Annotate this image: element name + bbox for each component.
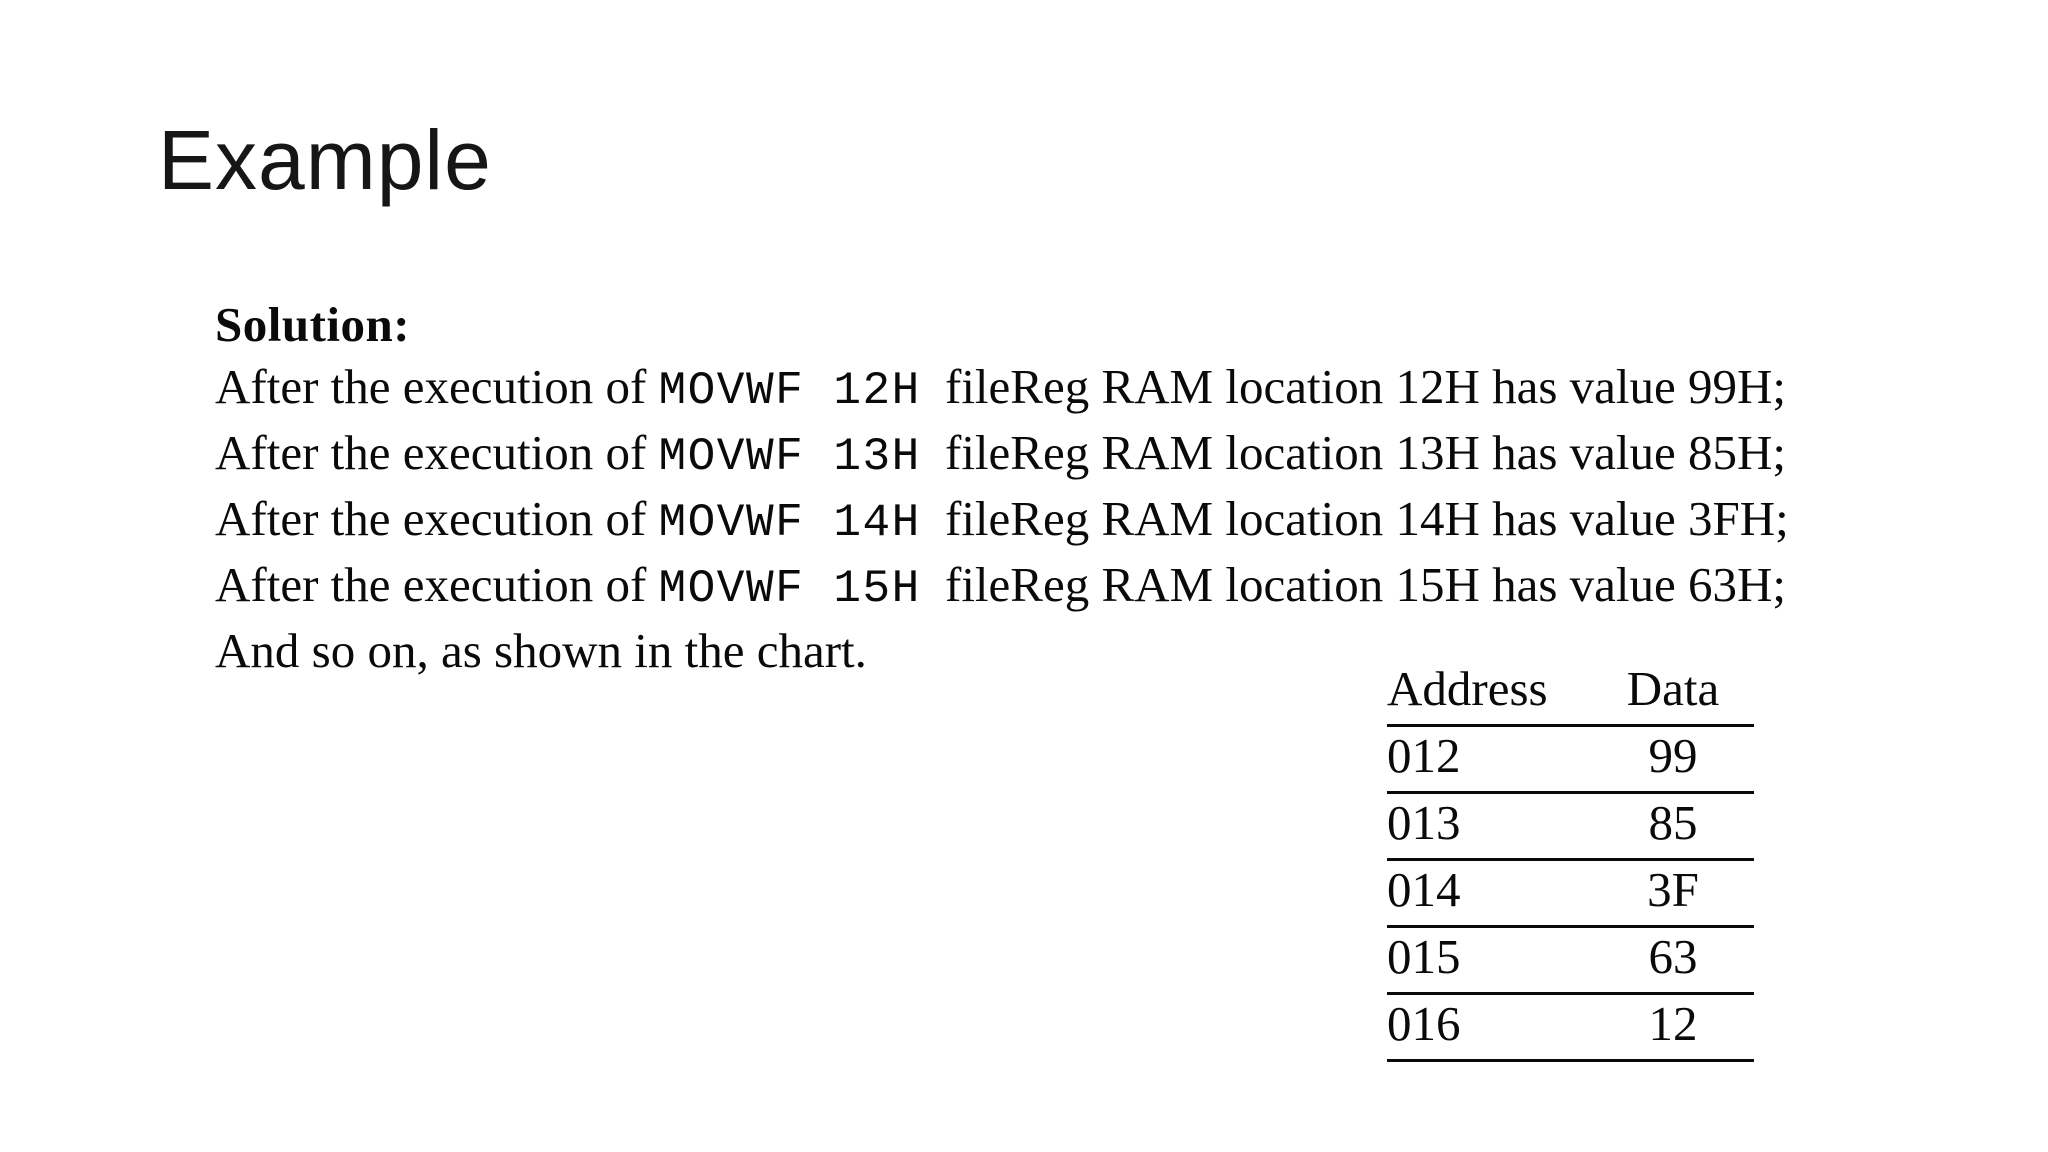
instruction-code: MOVWF 12H — [658, 365, 921, 417]
table-header-row: Address Data — [1387, 660, 1754, 726]
address-cell: 012 — [1387, 728, 1461, 783]
solution-line: After the execution of MOVWF 15H fileReg… — [215, 554, 1789, 620]
line-prefix: After the execution of — [215, 557, 647, 612]
solution-label: Solution: — [215, 297, 411, 352]
solution-text-block: Solution: After the execution of MOVWF 1… — [215, 294, 1789, 682]
line-prefix: After the execution of — [215, 359, 647, 414]
data-cell: 99 — [1648, 728, 1698, 783]
table-row: 016 12 — [1387, 994, 1754, 1061]
data-cell: 63 — [1648, 929, 1698, 984]
solution-line: After the execution of MOVWF 12H fileReg… — [215, 356, 1789, 422]
address-cell: 015 — [1387, 929, 1461, 984]
address-cell: 016 — [1387, 996, 1461, 1051]
instruction-code: MOVWF 14H — [658, 497, 921, 549]
table-row: 014 3F — [1387, 860, 1754, 927]
line-suffix: fileReg RAM location 13H has value 85H; — [945, 425, 1787, 480]
address-column-header: Address — [1387, 661, 1548, 716]
memory-table: Address Data 012 99 013 85 014 3F 015 63… — [1387, 660, 1754, 1062]
closing-line: And so on, as shown in the chart. — [215, 623, 867, 678]
line-suffix: fileReg RAM location 14H has value 3FH; — [945, 491, 1789, 546]
line-prefix: After the execution of — [215, 425, 647, 480]
table-row: 015 63 — [1387, 927, 1754, 994]
slide-title: Example — [158, 113, 492, 207]
line-suffix: fileReg RAM location 15H has value 63H; — [945, 557, 1787, 612]
address-cell: 013 — [1387, 795, 1461, 850]
data-column-header: Data — [1626, 661, 1720, 716]
instruction-code: MOVWF 15H — [658, 563, 921, 615]
data-cell: 85 — [1648, 795, 1698, 850]
line-suffix: fileReg RAM location 12H has value 99H; — [945, 359, 1787, 414]
line-prefix: After the execution of — [215, 491, 647, 546]
address-cell: 014 — [1387, 862, 1461, 917]
solution-line: After the execution of MOVWF 13H fileReg… — [215, 422, 1789, 488]
data-cell: 3F — [1647, 862, 1699, 917]
table-row: 012 99 — [1387, 726, 1754, 793]
solution-line: After the execution of MOVWF 14H fileReg… — [215, 488, 1789, 554]
instruction-code: MOVWF 13H — [658, 431, 921, 483]
data-cell: 12 — [1648, 996, 1698, 1051]
table-row: 013 85 — [1387, 793, 1754, 860]
